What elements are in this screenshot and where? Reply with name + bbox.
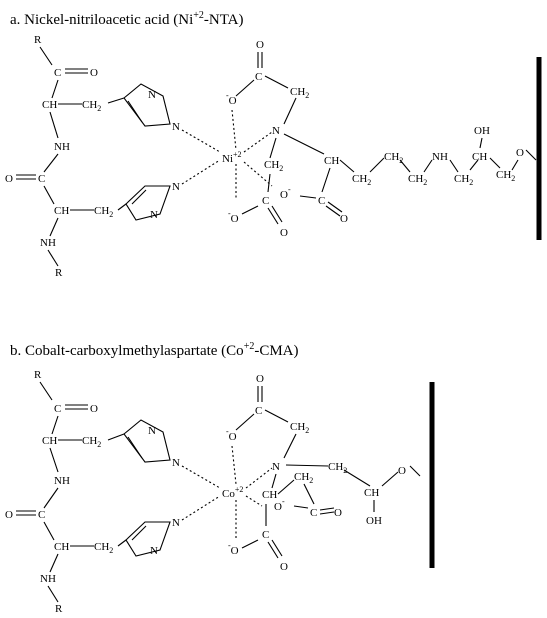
carbonyl-c-2-b: C xyxy=(38,509,45,521)
panel-b: b. Cobalt-carboxylmethylaspartate (Co+2-… xyxy=(5,341,435,615)
carbonyl-o-2-b: O xyxy=(5,509,13,521)
panel-b-imidazole-top: N N xyxy=(107,419,180,469)
nta-o-top: O xyxy=(256,39,264,51)
cma-ch2-1: CH2 xyxy=(290,421,309,435)
nta-ch2-1: CH2 xyxy=(290,86,309,100)
linker-ch2-1: CH2 xyxy=(352,173,371,187)
cma-o-2: O xyxy=(334,507,342,519)
alpha-ch: CH xyxy=(42,99,57,111)
linker-ch2-2: CH2 xyxy=(384,151,403,165)
imidazole-n-top-b: N xyxy=(148,425,156,437)
panel-b-cma: O C -O CH2 N CH2 CH OH O CH CH2 C xyxy=(226,373,421,573)
panel-a-linker: CH2 CH2 CH2 NH CH2 CH OH CH2 O xyxy=(339,125,537,187)
nta-ch2-2: CH2 xyxy=(264,159,283,173)
carbonyl-c-b: C xyxy=(54,403,61,415)
cma-o-anion-2: O- xyxy=(274,497,285,513)
r-group-top-b: R xyxy=(34,369,42,381)
amide-nh: NH xyxy=(54,141,70,153)
alpha-ch-2: CH xyxy=(54,205,69,217)
nta-c-top: C xyxy=(255,71,262,83)
panel-b-title: b. Cobalt-carboxylmethylaspartate (Co+2-… xyxy=(10,341,299,359)
panel-b-peptide-backbone: R C O CH CH2 NH O C CH CH2 NH R xyxy=(5,369,113,615)
cma-c-2: C xyxy=(310,507,317,519)
r-group-bottom-b: R xyxy=(55,603,63,615)
linker-ch2-5: CH2 xyxy=(496,169,515,183)
nta-o-3: O xyxy=(340,213,348,225)
imidazole-n-coord-bottom: N xyxy=(172,181,180,193)
imidazole-n-coord-bottom-b: N xyxy=(172,517,180,529)
cma-ch: CH xyxy=(262,489,277,501)
imidazole-n-bottom-b: N xyxy=(150,545,158,557)
linker-nh: NH xyxy=(432,151,448,163)
panel-b-imidazole-bottom: N N xyxy=(117,517,180,557)
panel-a-peptide-backbone: R C O CH CH2 NH O C CH CH2 NH R xyxy=(5,34,113,279)
alpha-ch-b: CH xyxy=(42,435,57,447)
beta-ch2: CH2 xyxy=(82,99,101,113)
metal-co: Co+2 xyxy=(222,485,243,500)
nta-o-anion-3: O- xyxy=(280,185,291,201)
carbonyl-o: O xyxy=(90,67,98,79)
nta-ch: CH xyxy=(324,155,339,167)
carbonyl-o-2: O xyxy=(5,173,13,185)
r-group-bottom: R xyxy=(55,267,63,279)
cma-o-anion-1: -O xyxy=(226,427,237,443)
cma-o-link: O xyxy=(398,465,406,477)
cma-o-bottom: O xyxy=(280,561,288,573)
carbonyl-o-b: O xyxy=(90,403,98,415)
metal-ni: Ni+2 xyxy=(222,150,242,165)
imidazole-n-top: N xyxy=(148,89,156,101)
amine-nh-b: NH xyxy=(40,573,56,585)
cma-c-bottom: C xyxy=(262,529,269,541)
nta-o-anion-2: -O xyxy=(228,209,239,225)
panel-b-coordination-bonds xyxy=(181,445,273,538)
cma-n: N xyxy=(272,461,280,473)
alpha-ch-2-b: CH xyxy=(54,541,69,553)
panel-a-title: a. Nickel-nitriloacetic acid (Ni+2-NTA) xyxy=(10,10,244,28)
beta-ch2-2-b: CH2 xyxy=(94,541,113,555)
nta-o-bottom: O xyxy=(280,227,288,239)
panel-a-coordination-bonds xyxy=(181,109,273,200)
carbonyl-c: C xyxy=(54,67,61,79)
linker-ch: CH xyxy=(472,151,487,163)
cma-c-top: C xyxy=(255,405,262,417)
amide-nh-b: NH xyxy=(54,475,70,487)
cma-o-top: O xyxy=(256,373,264,385)
beta-ch2-b: CH2 xyxy=(82,435,101,449)
nta-c-bottom: C xyxy=(262,195,269,207)
imidazole-n-coord-top-b: N xyxy=(172,457,180,469)
panel-a: a. Nickel-nitriloacetic acid (Ni+2-NTA) … xyxy=(5,10,542,279)
imidazole-n-bottom: N xyxy=(150,209,158,221)
nta-c-3: C xyxy=(318,195,325,207)
amine-nh: NH xyxy=(40,237,56,249)
nta-o-anion-1: -O xyxy=(226,91,237,107)
cma-ch2-3: CH2 xyxy=(294,471,313,485)
cma-oh: OH xyxy=(366,515,382,527)
linker-ch2-4: CH2 xyxy=(454,173,473,187)
cma-ch2-2: CH2 xyxy=(328,461,347,475)
linker-oh: OH xyxy=(474,125,490,137)
panel-a-imidazole-top: N N xyxy=(107,83,180,133)
cma-ch: CH xyxy=(364,487,379,499)
panel-a-imidazole-bottom: N N xyxy=(117,181,180,221)
panel-a-nta: O C -O CH2 N CH2 C -O O CH C O- xyxy=(226,39,348,239)
carbonyl-c-2: C xyxy=(38,173,45,185)
linker-ch2-3: CH2 xyxy=(408,173,427,187)
nta-n: N xyxy=(272,125,280,137)
r-group-top: R xyxy=(34,34,42,46)
cma-o-anion-3: -O xyxy=(228,541,239,557)
beta-ch2-2: CH2 xyxy=(94,205,113,219)
imidazole-n-coord-top: N xyxy=(172,121,180,133)
linker-o: O xyxy=(516,147,524,159)
